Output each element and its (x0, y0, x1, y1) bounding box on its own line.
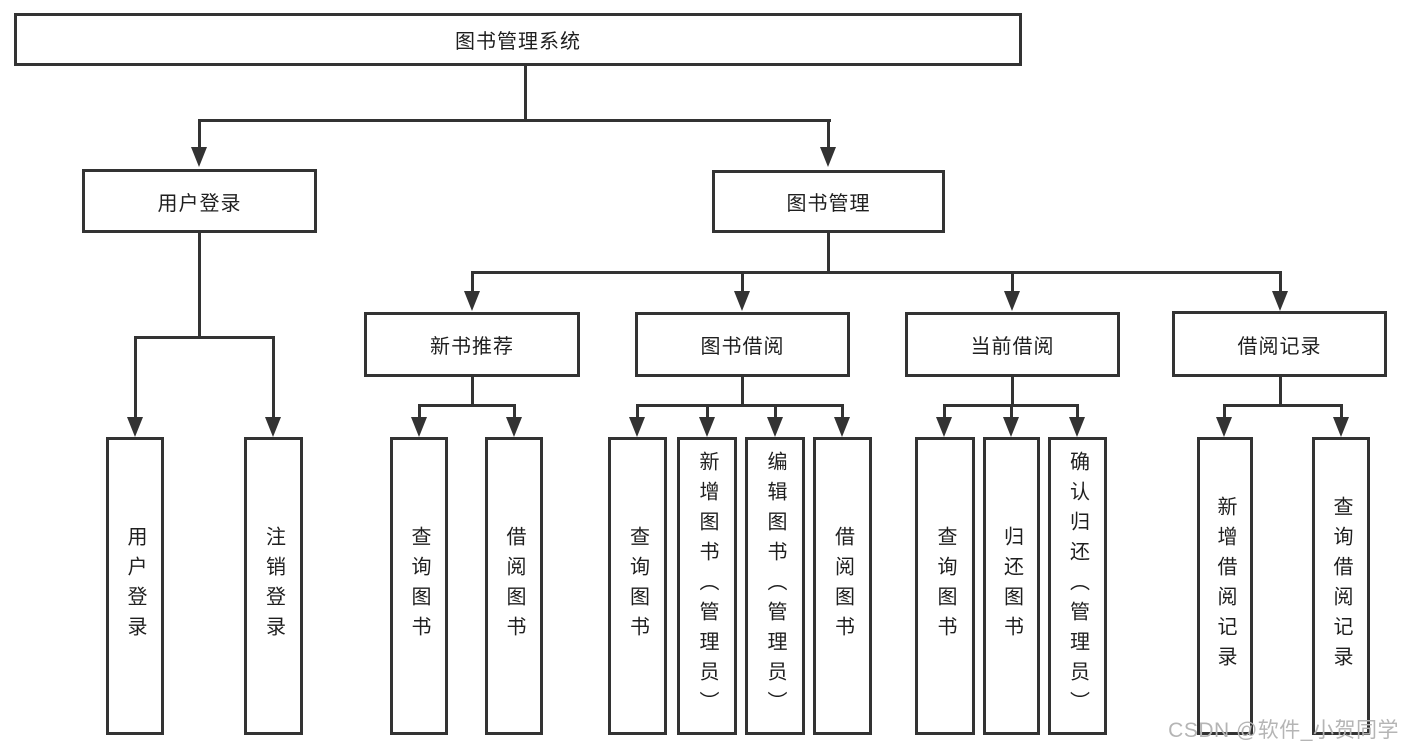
node-book-management: 图书管理 (712, 170, 945, 233)
node-book-borrowing: 图书借阅 (635, 312, 850, 377)
arrow-down (699, 417, 715, 437)
watermark: CSDN @软件_小贺同学 (1168, 719, 1399, 742)
node-logout: 注销登录 (244, 437, 303, 735)
connector-trunk (1011, 377, 1014, 406)
arrow-down (834, 417, 850, 437)
connector-stem (418, 404, 421, 418)
connector-trunk (471, 377, 474, 406)
connector-stem (1011, 271, 1014, 291)
node-add-books-admin: 新增图书（管理员） (677, 437, 737, 735)
node-borrow-books-recommend: 借阅图书 (485, 437, 543, 735)
node-query-books-borrowing: 查询图书 (608, 437, 667, 735)
connector-trunk (741, 377, 744, 406)
arrow-down (1216, 417, 1232, 437)
node-edit-books-admin: 编辑图书（管理员） (745, 437, 805, 735)
connector-stem (1010, 404, 1013, 418)
node-query-books-current: 查询图书 (915, 437, 975, 735)
connector-stem (198, 119, 201, 147)
connector-stem (774, 404, 777, 418)
connector-stem (636, 404, 639, 418)
arrow-down (1003, 417, 1019, 437)
node-library-system: 图书管理系统 (14, 13, 1022, 66)
connector-stem (471, 271, 474, 291)
connector-stem (1076, 404, 1079, 418)
node-return-books: 归还图书 (983, 437, 1040, 735)
arrow-down (820, 147, 836, 167)
connector-stem (841, 404, 844, 418)
connector-user-login-trunk (198, 233, 201, 337)
connector-stem (513, 404, 516, 418)
arrow-down (127, 417, 143, 437)
arrow-down (506, 417, 522, 437)
connector-rail (419, 404, 515, 407)
connector-stem (272, 336, 275, 418)
node-new-book-recommend: 新书推荐 (364, 312, 580, 377)
connector-trunk (1279, 377, 1282, 406)
connector-level2-rail (198, 119, 831, 122)
connector-level3-rail (471, 271, 1281, 274)
connector-rail (1224, 404, 1342, 407)
connector-user-login-rail (134, 336, 275, 339)
node-add-borrow-record: 新增借阅记录 (1197, 437, 1253, 735)
node-borrow-books: 借阅图书 (813, 437, 872, 735)
arrow-down (767, 417, 783, 437)
connector-book-mgmt-trunk (827, 233, 830, 273)
arrow-down (936, 417, 952, 437)
node-user-login: 用户登录 (82, 169, 317, 233)
node-borrowing-records: 借阅记录 (1172, 311, 1387, 377)
connector-stem (1340, 404, 1343, 418)
arrow-down (734, 291, 750, 311)
node-current-borrowing: 当前借阅 (905, 312, 1120, 377)
arrow-down (1004, 291, 1020, 311)
connector-stem (827, 119, 830, 147)
arrow-down (1272, 291, 1288, 311)
connector-rail (637, 404, 843, 407)
arrow-down (265, 417, 281, 437)
arrow-down (411, 417, 427, 437)
arrow-down (1069, 417, 1085, 437)
node-confirm-return-admin: 确认归还（管理员） (1048, 437, 1107, 735)
connector-stem (706, 404, 709, 418)
node-query-books-recommend: 查询图书 (390, 437, 448, 735)
connector-stem (943, 404, 946, 418)
connector-stem (1223, 404, 1226, 418)
node-user-login-action: 用户登录 (106, 437, 164, 735)
connector-stem (741, 271, 744, 291)
connector-stem (1279, 271, 1282, 291)
arrow-down (629, 417, 645, 437)
connector-root-trunk (524, 66, 527, 120)
arrow-down (191, 147, 207, 167)
connector-stem (134, 336, 137, 418)
arrow-down (1333, 417, 1349, 437)
node-query-borrow-record: 查询借阅记录 (1312, 437, 1370, 735)
arrow-down (464, 291, 480, 311)
